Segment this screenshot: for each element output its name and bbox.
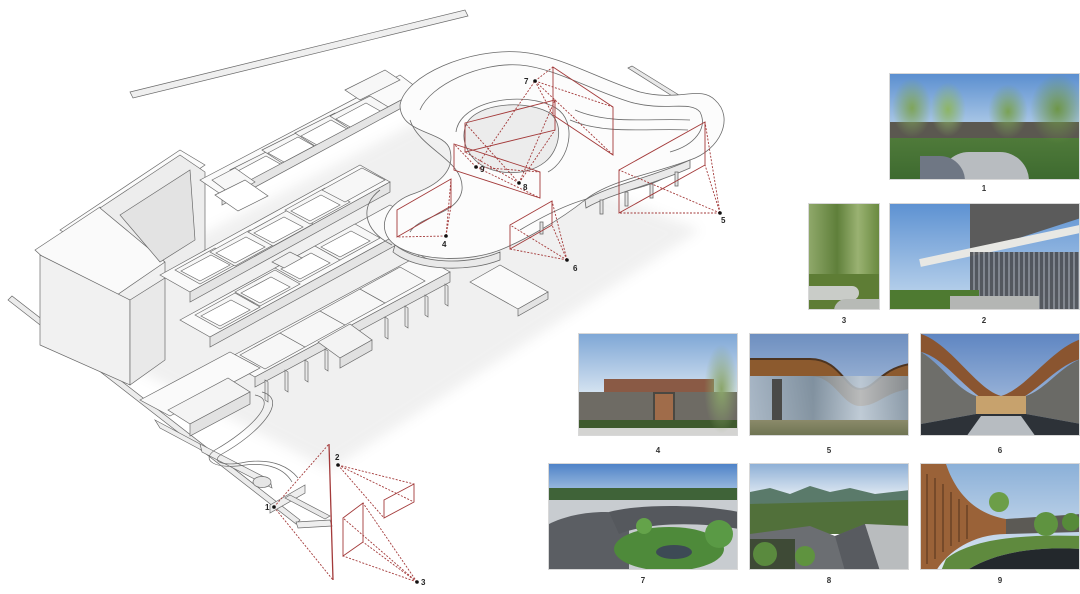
photo-1-entrance-forecourt[interactable] bbox=[889, 73, 1080, 180]
viewpoint-marker-5[interactable]: 5 bbox=[718, 211, 726, 225]
svg-text:5: 5 bbox=[721, 216, 726, 225]
curved-roofs-graphic bbox=[921, 334, 1079, 435]
photo-7-caption: 7 bbox=[640, 576, 646, 585]
svg-text:6: 6 bbox=[573, 264, 578, 273]
photo-2-brick-wall-eave[interactable] bbox=[889, 203, 1080, 310]
viewpoint-markers: 1 2 3 4 5 6 7 8 bbox=[265, 77, 726, 587]
viewpoint-2-frustum bbox=[337, 464, 415, 519]
viewpoint-marker-2[interactable]: 2 bbox=[335, 453, 340, 467]
svg-text:1: 1 bbox=[265, 503, 270, 512]
viewpoint-marker-7[interactable]: 7 bbox=[524, 77, 537, 86]
svg-text:2: 2 bbox=[335, 453, 340, 462]
photo-6-reflecting-pool[interactable] bbox=[920, 333, 1080, 436]
photo-1-caption: 1 bbox=[981, 184, 987, 193]
svg-text:8: 8 bbox=[523, 183, 528, 192]
viewpoint-5-frustum bbox=[618, 121, 721, 214]
viewpoint-8-frustum bbox=[464, 99, 556, 184]
photo-8-roofs-and-mountains[interactable] bbox=[749, 463, 909, 570]
photo-8-caption: 8 bbox=[826, 576, 832, 585]
viewpoint-9-frustum bbox=[453, 80, 541, 199]
photo-5-undulating-roof[interactable] bbox=[749, 333, 909, 436]
svg-text:4: 4 bbox=[442, 240, 447, 249]
viewpoint-marker-9[interactable]: 9 bbox=[474, 165, 485, 174]
photo-9-curved-colonnade[interactable] bbox=[920, 463, 1080, 570]
svg-text:9: 9 bbox=[480, 165, 485, 174]
viewpoint-marker-4[interactable]: 4 bbox=[442, 234, 448, 249]
photo-3-poplar-path[interactable] bbox=[808, 203, 880, 310]
photo-7-courtyard-aerial[interactable] bbox=[548, 463, 738, 570]
viewpoint-frustums bbox=[273, 66, 721, 583]
mountains-graphic bbox=[750, 486, 908, 569]
photo-6-caption: 6 bbox=[997, 446, 1003, 455]
viewpoint-marker-3[interactable]: 3 bbox=[415, 578, 426, 587]
viewpoint-1-frustum bbox=[273, 443, 334, 581]
photo-2-caption: 2 bbox=[981, 316, 987, 325]
viewpoint-marker-1[interactable]: 1 bbox=[265, 503, 276, 512]
viewpoint-4-frustum bbox=[396, 178, 452, 238]
axonometric-drawing: 1 2 3 4 5 6 7 8 bbox=[7, 9, 726, 587]
round-skylight bbox=[252, 476, 272, 488]
building-massing bbox=[7, 9, 701, 529]
svg-text:3: 3 bbox=[421, 578, 426, 587]
viewpoint-7-frustum bbox=[534, 66, 614, 156]
photo-9-caption: 9 bbox=[997, 576, 1003, 585]
courtyard-graphic bbox=[549, 506, 737, 569]
colonnade-graphic bbox=[921, 464, 1079, 569]
viewpoint-6-frustum bbox=[509, 200, 568, 261]
viewpoint-marker-8[interactable]: 8 bbox=[517, 181, 528, 192]
svg-text:7: 7 bbox=[524, 77, 529, 86]
curved-roof bbox=[366, 51, 725, 269]
photo-4-caption: 4 bbox=[655, 446, 661, 455]
photo-5-caption: 5 bbox=[826, 446, 832, 455]
viewpoint-3-frustum bbox=[342, 502, 418, 583]
photo-3-caption: 3 bbox=[841, 316, 847, 325]
viewpoint-marker-6[interactable]: 6 bbox=[565, 258, 578, 273]
photo-4-stone-facade[interactable] bbox=[578, 333, 738, 436]
